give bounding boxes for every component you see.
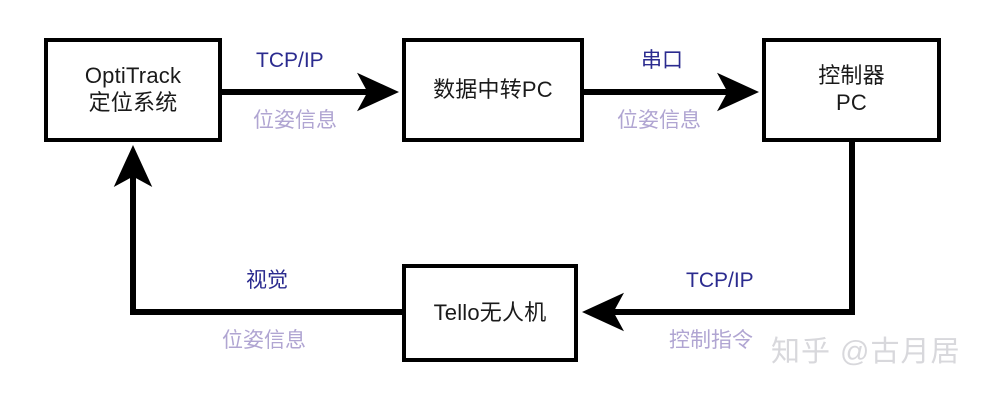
node-optitrack[interactable]: OptiTrack 定位系统 xyxy=(44,38,222,142)
connector-tello-to-optitrack xyxy=(113,145,402,315)
node-controller-pc[interactable]: 控制器 PC xyxy=(762,38,941,142)
node-controller-pc-line-2: PC xyxy=(836,90,867,115)
connector-controller-to-tello xyxy=(582,142,855,332)
edge-label-optitrack-to-relay-payload: 位姿信息 xyxy=(253,109,337,132)
edge-label-controller-to-tello-payload: 控制指令 xyxy=(669,329,753,352)
node-optitrack-line-1: OptiTrack xyxy=(84,63,182,89)
node-optitrack-line-2: 定位系统 xyxy=(88,90,178,115)
edge-label-relay-to-controller-payload: 位姿信息 xyxy=(617,109,701,132)
node-tello-drone-line-1: Tello无人机 xyxy=(433,299,547,325)
node-relay-pc-line-1: 数据中转PC xyxy=(433,76,553,102)
edge-label-tello-to-optitrack-protocol: 视觉 xyxy=(246,269,288,292)
edge-label-controller-to-tello-protocol: TCP/IP xyxy=(686,269,754,292)
node-tello-drone[interactable]: Tello无人机 xyxy=(402,264,578,362)
edge-label-tello-to-optitrack-payload: 位姿信息 xyxy=(222,329,306,352)
watermark: 知乎 @古月居 xyxy=(771,336,961,368)
edge-label-relay-to-controller-protocol: 串口 xyxy=(641,49,683,72)
node-relay-pc[interactable]: 数据中转PC xyxy=(402,38,584,142)
node-controller-pc-line-1: 控制器 xyxy=(818,63,885,89)
edge-label-optitrack-to-relay-protocol: TCP/IP xyxy=(256,49,324,72)
